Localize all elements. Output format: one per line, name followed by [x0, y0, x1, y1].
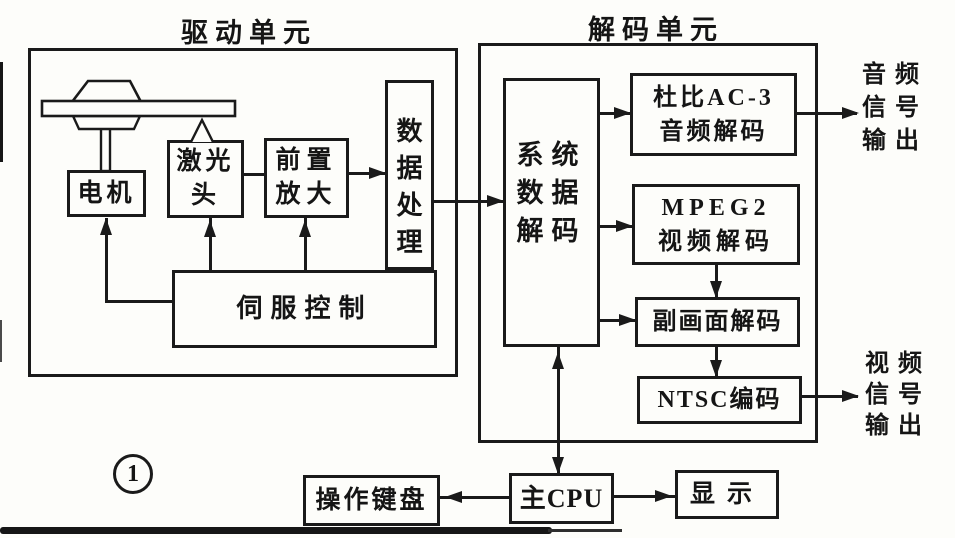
servo-control-label: 伺服控制	[236, 294, 373, 323]
line-servo-to-laser	[209, 218, 212, 270]
scan-edge-left-2	[0, 320, 2, 362]
preamp-block: 前置 放大	[264, 138, 349, 218]
preamp-line1: 前置	[275, 147, 338, 174]
disc-platter	[40, 99, 237, 118]
scan-smudge-bottom	[0, 527, 552, 534]
line-sysdecode-to-cpu	[557, 347, 560, 473]
line-dataproc-to-sysdecode	[434, 200, 503, 203]
subpicture-decode-block: 副画面解码	[635, 297, 800, 347]
arrowhead-audio-output	[842, 107, 859, 119]
main-cpu-label: 主CPU	[519, 483, 604, 513]
figure-number-badge: 1	[113, 454, 153, 494]
data-processing-char2: 据	[396, 154, 423, 183]
arrowhead-sysdecode-to-mpeg	[616, 220, 633, 232]
system-decode-line3: 解码	[516, 216, 587, 246]
drive-unit-frame	[28, 48, 458, 377]
keyboard-label: 操作键盘	[315, 486, 428, 514]
audio-output-line3: 输出	[862, 128, 928, 154]
display-label: 显示	[689, 480, 764, 508]
line-servo-to-motor-horizontal	[105, 300, 172, 303]
decode-unit-title: 解码单元	[588, 15, 724, 45]
system-decode-line1: 系统	[516, 140, 587, 170]
arrowhead-cpu-to-display	[655, 490, 672, 502]
line-laser-to-preamp	[244, 173, 264, 176]
system-decode-line2: 数据	[516, 178, 587, 208]
line-preamp-to-dataproc	[349, 172, 385, 175]
arrowhead-cpu-to-sysdecode	[552, 352, 564, 369]
arrowhead-mpeg-to-subpicture	[710, 281, 722, 298]
laser-beam-icon	[189, 117, 215, 143]
subpicture-label: 副画面解码	[652, 309, 783, 335]
arrowhead-servo-to-laser	[204, 220, 216, 237]
disc-assembly	[40, 79, 237, 173]
video-output-label: 视频 信号 输出	[865, 349, 931, 442]
audio-output-label: 音频 信号 输出	[862, 59, 928, 158]
data-processing-char4: 理	[396, 228, 423, 257]
motor-block: 电机	[67, 170, 146, 217]
laser-head-block: 激光 头	[167, 140, 244, 218]
line-cpu-to-keyboard	[440, 496, 509, 499]
dolby-line1: 杜比AC-3	[653, 84, 774, 111]
scan-smudge-bottom-right	[548, 529, 622, 532]
keyboard-block: 操作键盘	[303, 475, 440, 526]
arrowhead-dataproc-to-sysdecode	[487, 195, 504, 207]
arrowhead-cpu-to-keyboard	[445, 491, 462, 503]
dolby-ac3-block: 杜比AC-3 音频解码	[630, 73, 797, 156]
data-processing-block: 数 据 处 理	[385, 80, 434, 270]
line-cpu-to-display	[614, 495, 675, 498]
laser-head-line2: 头	[190, 182, 220, 209]
data-processing-char1: 数	[396, 117, 423, 146]
video-output-line1: 视频	[865, 351, 931, 377]
data-processing-char3: 处	[396, 191, 423, 220]
ntsc-encode-block: NTSC编码	[637, 376, 802, 424]
arrowhead-servo-to-motor	[100, 218, 112, 235]
disc-hub	[71, 114, 142, 131]
mpeg2-block: MPEG2 视频解码	[632, 184, 800, 265]
display-block: 显示	[675, 470, 779, 519]
line-servo-to-preamp	[304, 218, 307, 270]
dolby-line2: 音频解码	[659, 118, 768, 145]
line-servo-to-motor-vertical	[105, 218, 108, 303]
figure-number: 1	[127, 460, 139, 487]
arrowhead-preamp-to-dataproc	[369, 167, 386, 179]
audio-output-line1: 音频	[862, 62, 928, 88]
mpeg-line1: MPEG2	[661, 194, 771, 221]
preamp-line2: 放大	[275, 181, 338, 208]
servo-control-block: 伺服控制	[172, 270, 437, 348]
audio-output-line2: 信号	[862, 95, 928, 121]
line-dolby-to-audio-output	[797, 112, 857, 115]
decode-unit-frame	[478, 43, 818, 443]
arrowhead-servo-to-preamp	[299, 220, 311, 237]
video-output-line3: 输出	[865, 413, 931, 439]
drive-unit-title: 驱动单元	[181, 18, 317, 48]
laser-head-line1: 激光	[176, 148, 235, 175]
main-cpu-block: 主CPU	[509, 473, 614, 524]
video-output-line2: 信号	[865, 382, 931, 408]
arrowhead-subpicture-to-ntsc	[710, 360, 722, 377]
spindle-shaft	[99, 123, 112, 173]
mpeg-line2: 视频解码	[658, 228, 774, 255]
scan-edge-left-1	[0, 62, 3, 162]
line-ntsc-to-video-output	[802, 395, 858, 398]
arrowhead-video-output	[842, 390, 859, 402]
arrowhead-sysdecode-to-dolby	[614, 107, 631, 119]
arrowhead-sysdecode-to-subpicture	[619, 314, 636, 326]
ntsc-label: NTSC编码	[657, 387, 782, 413]
line-sysdecode-to-subpicture	[600, 319, 635, 322]
motor-label: 电机	[77, 179, 136, 207]
system-data-decode-block: 系统 数据 解码	[503, 78, 600, 347]
arrowhead-sysdecode-to-cpu	[552, 457, 564, 474]
disc-clamper	[69, 79, 144, 104]
